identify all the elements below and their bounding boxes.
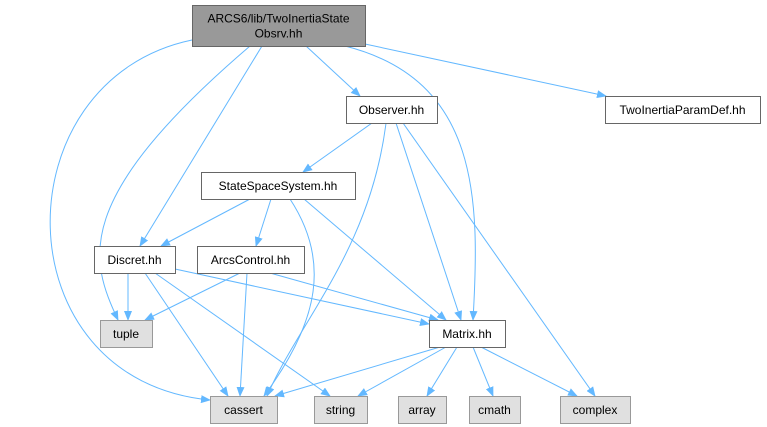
edge-statespace-to-matrix [303, 198, 447, 321]
edge-arcscontrol-to-matrix [269, 272, 439, 322]
node-complex: complex [560, 396, 631, 424]
edge-statespace-to-discret [160, 198, 251, 247]
node-label: ArcsControl.hh [211, 253, 290, 267]
node-label: ARCS6/lib/TwoInertiaState [207, 12, 349, 26]
node-array: array [398, 396, 447, 424]
edge-line [402, 122, 596, 397]
node-twoinertiaparam[interactable]: TwoInertiaParamDef.hh [605, 96, 761, 124]
edge-line [263, 198, 315, 397]
edge-matrix-to-array [426, 346, 458, 397]
node-matrix[interactable]: Matrix.hh [429, 320, 506, 348]
edge-line [274, 346, 441, 398]
edge-line [254, 198, 272, 247]
edge-arcscontrol-to-tuple [144, 272, 241, 321]
node-box [560, 396, 631, 424]
edge-line [99, 45, 251, 321]
node-label: Observer.hh [359, 103, 424, 117]
node-box [398, 396, 447, 424]
edge-line [302, 122, 373, 173]
edge-matrix-to-string [357, 346, 447, 397]
node-box [210, 396, 278, 424]
edge-root-to-cassert [49, 39, 211, 404]
edge-root-to-tuple [99, 45, 251, 321]
node-box [346, 96, 438, 124]
edge-line [364, 43, 607, 99]
node-box [192, 5, 366, 47]
edge-line [269, 272, 439, 322]
edge-line [472, 346, 494, 397]
edge-arcscontrol-to-cassert [236, 272, 248, 397]
edge-line [344, 45, 478, 321]
node-box [314, 396, 368, 424]
nodes-layer: ARCS6/lib/TwoInertiaStateObsrv.hhObserve… [94, 5, 761, 424]
edge-line [426, 346, 458, 397]
node-box [429, 320, 506, 348]
edge-root-to-observer [305, 45, 361, 97]
node-statespace[interactable]: StateSpaceSystem.hh [201, 172, 356, 200]
node-string: string [314, 396, 368, 424]
node-observer[interactable]: Observer.hh [346, 96, 438, 124]
node-box [197, 246, 305, 274]
node-label: Matrix.hh [442, 327, 491, 341]
node-label: cassert [224, 403, 263, 417]
edge-line [174, 268, 430, 327]
node-discret[interactable]: Discret.hh [94, 246, 176, 274]
edge-line [357, 346, 447, 397]
edge-line [266, 122, 387, 397]
edge-matrix-to-cassert [274, 346, 441, 398]
edge-statespace-to-cassert [263, 198, 315, 397]
edge-root-to-twoinertiaparam [364, 43, 607, 99]
node-cmath: cmath [469, 396, 521, 424]
edge-matrix-to-cmath [472, 346, 494, 397]
edge-line [395, 122, 462, 321]
node-box [94, 246, 176, 274]
edges-layer [49, 39, 607, 404]
edge-discret-to-matrix [174, 268, 430, 327]
edge-line [139, 45, 263, 247]
edge-observer-to-statespace [302, 122, 373, 173]
edge-line [236, 272, 248, 397]
node-label: complex [573, 403, 618, 417]
edge-line [160, 198, 251, 247]
node-box [201, 172, 356, 200]
node-box [605, 96, 761, 124]
edge-line [49, 39, 211, 404]
node-label: Discret.hh [107, 253, 161, 267]
node-label: StateSpaceSystem.hh [219, 179, 338, 193]
node-label: string [326, 403, 355, 417]
node-box [100, 320, 153, 348]
edge-line [144, 272, 229, 397]
node-label: TwoInertiaParamDef.hh [619, 103, 745, 117]
edge-root-to-discret [139, 45, 263, 247]
edge-observer-to-complex [402, 122, 596, 397]
node-arcscontrol[interactable]: ArcsControl.hh [197, 246, 305, 274]
node-label: cmath [478, 403, 511, 417]
edge-observer-to-cassert [266, 122, 387, 397]
edge-root-to-matrix [344, 45, 478, 321]
edge-line [144, 272, 241, 321]
edge-statespace-to-arcscontrol [254, 198, 272, 247]
node-label: array [408, 403, 435, 417]
edge-discret-to-cassert [144, 272, 229, 397]
edge-line [303, 198, 447, 321]
node-box [469, 396, 521, 424]
node-label: Obsrv.hh [255, 27, 303, 41]
node-tuple: tuple [100, 320, 153, 348]
node-label: tuple [113, 327, 139, 341]
edge-line [480, 346, 578, 397]
edge-line [305, 45, 361, 97]
edge-discret-to-string [154, 272, 331, 397]
edge-observer-to-matrix [395, 122, 462, 321]
edge-matrix-to-complex [480, 346, 578, 397]
node-cassert: cassert [210, 396, 278, 424]
edge-line [154, 272, 331, 397]
